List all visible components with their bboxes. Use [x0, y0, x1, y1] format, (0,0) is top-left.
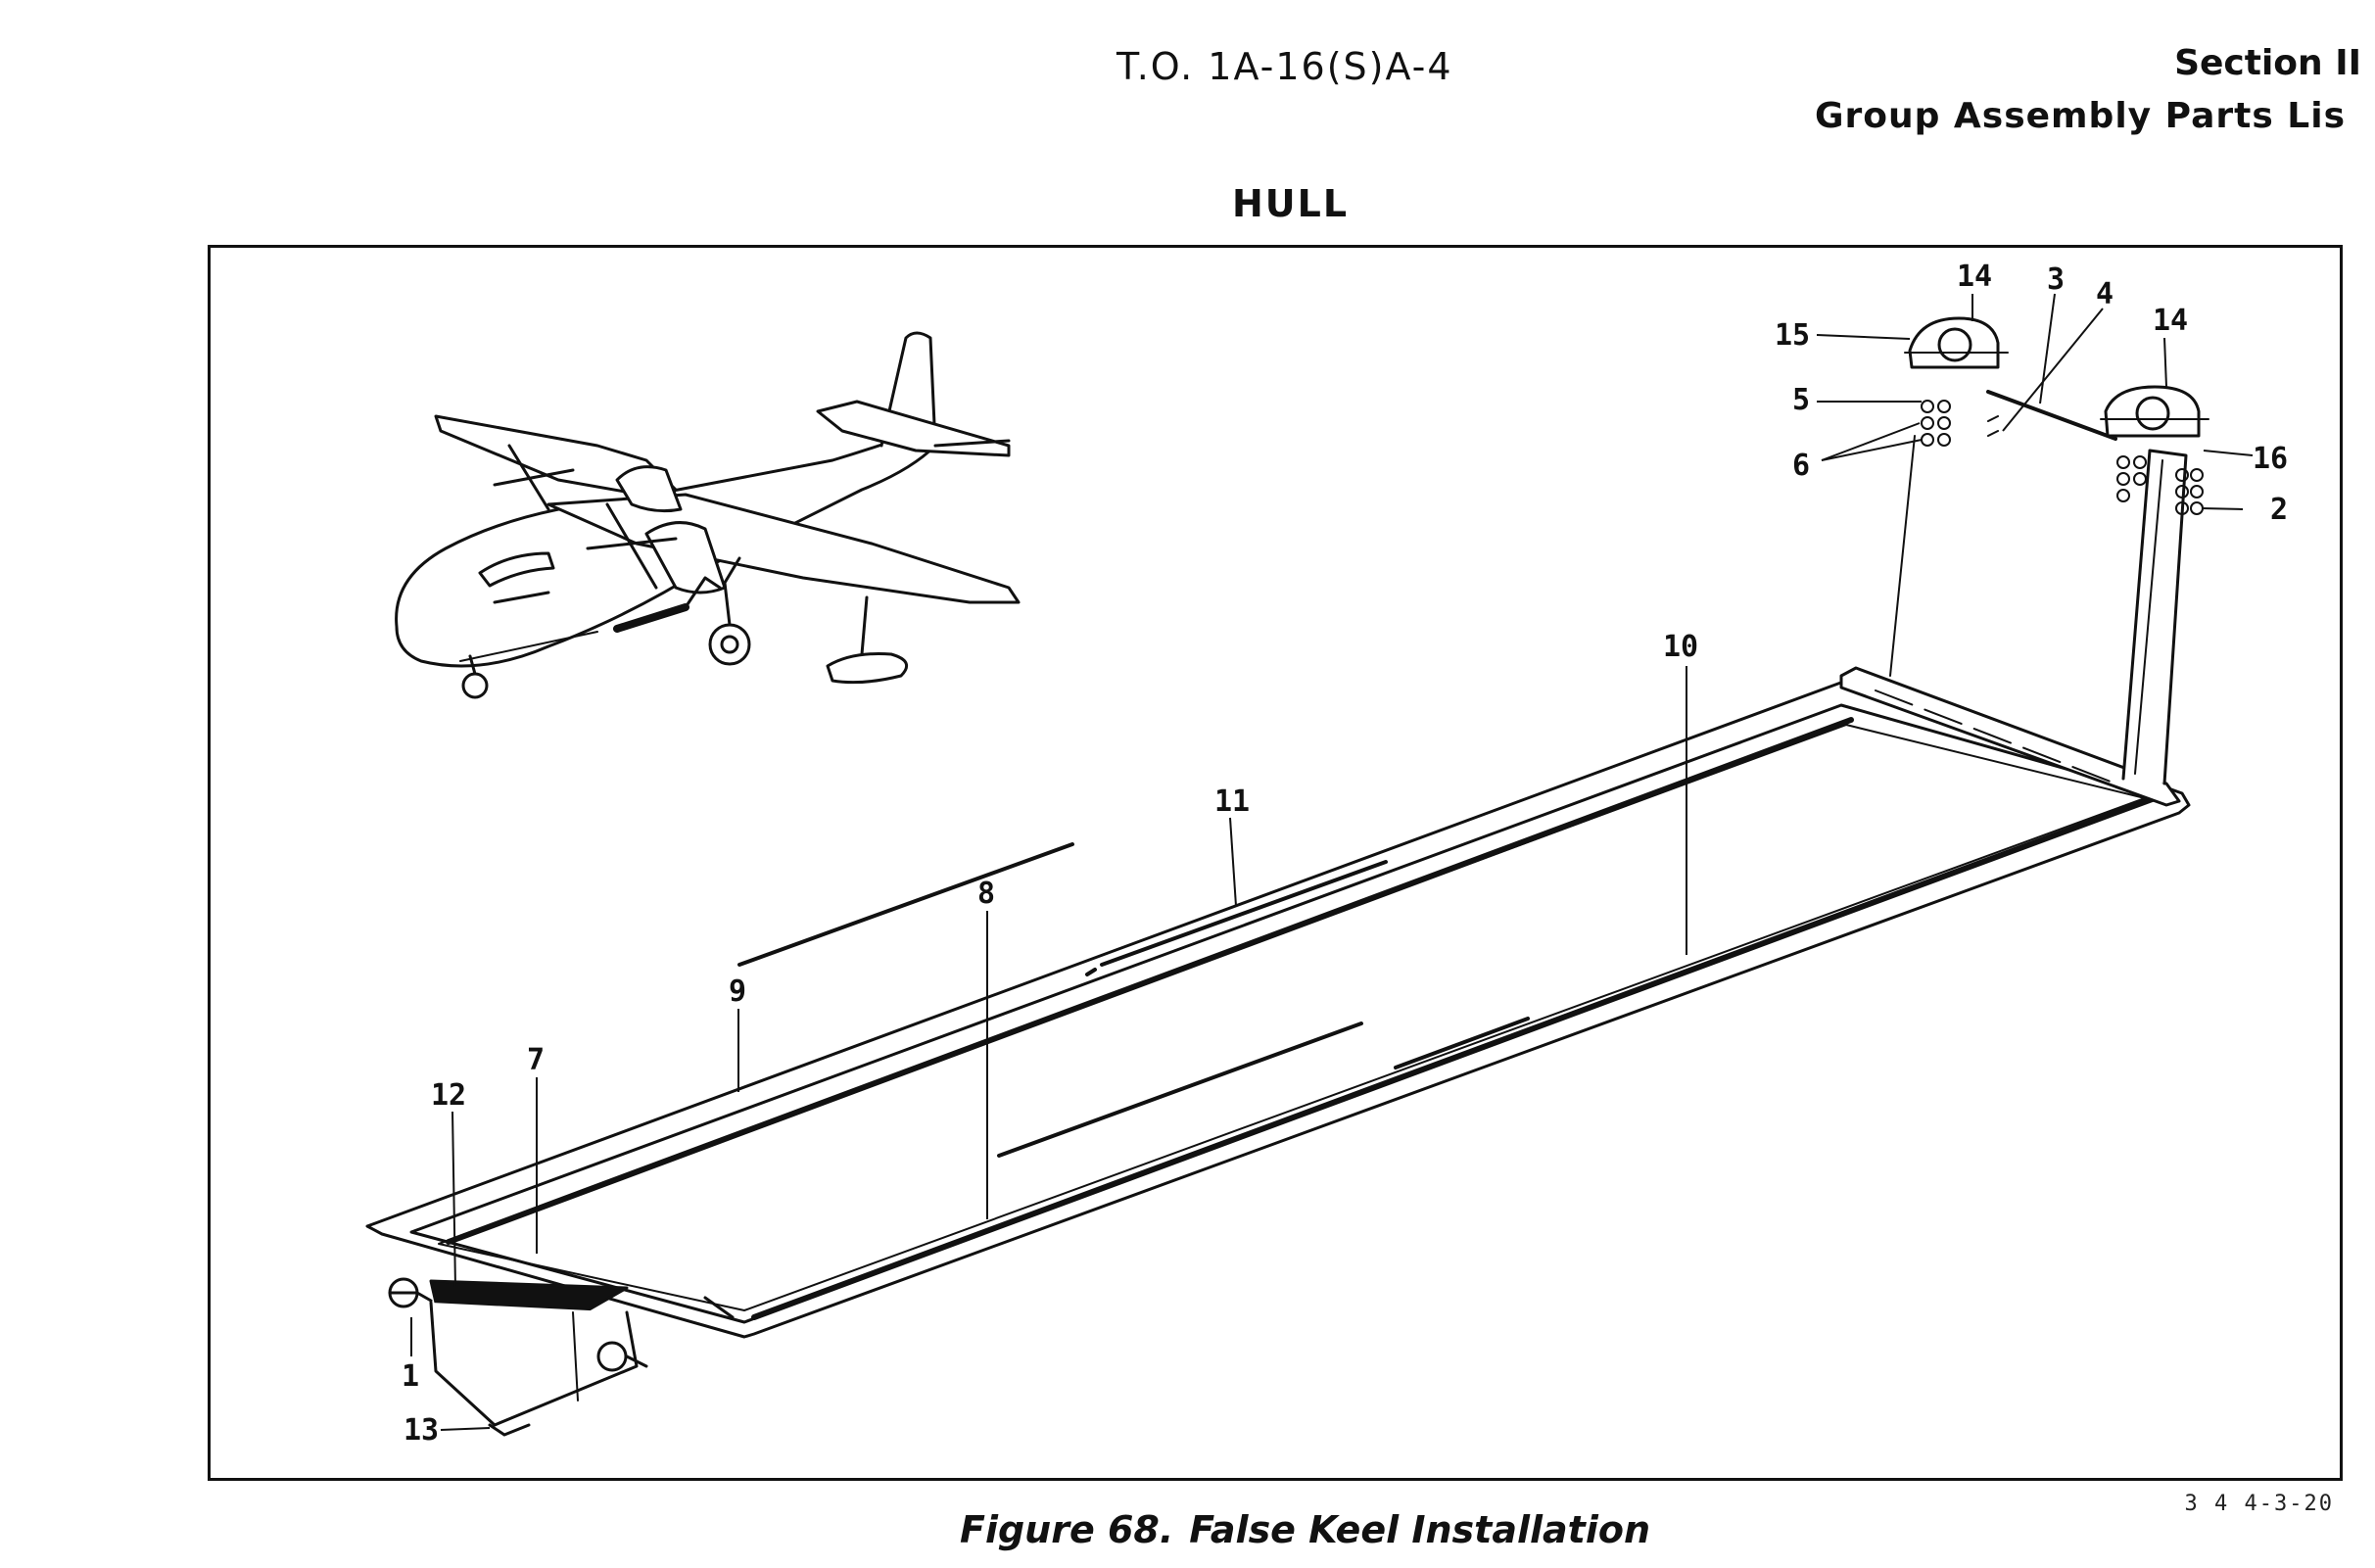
- callout-15: 15: [1775, 318, 1810, 353]
- technical-order-number: T.O. 1A-16(S)A-4: [1116, 45, 1453, 88]
- callout-labels: 14 3 4 14 15 5 6 16 2 10 11 8 9 12 7 1 1…: [402, 260, 2288, 1448]
- callout-leader-lines: [410, 293, 2254, 1431]
- callout-10: 10: [1663, 630, 1698, 664]
- callout-4: 4: [2096, 277, 2114, 311]
- callout-13: 13: [404, 1413, 439, 1448]
- callout-5: 5: [1792, 383, 1810, 417]
- figure-reference-code: 3 4 4-3-20: [2184, 1492, 2334, 1516]
- callout-1: 1: [402, 1359, 419, 1394]
- figure-frame: [208, 245, 2343, 1481]
- callout-8: 8: [977, 877, 995, 911]
- callout-3: 3: [2047, 262, 2065, 297]
- false-keel-assembly-drawing: [365, 316, 2209, 1437]
- callout-14-left: 14: [1957, 260, 1992, 294]
- callout-11: 11: [1214, 784, 1250, 819]
- callout-12: 12: [431, 1078, 466, 1113]
- figure-caption-number: Figure 68.: [960, 1508, 1174, 1551]
- callout-7: 7: [527, 1043, 545, 1077]
- group-assembly-label: Group Assembly Parts Lis: [1814, 96, 2346, 136]
- callout-9: 9: [729, 974, 746, 1009]
- callout-2: 2: [2270, 493, 2288, 527]
- aircraft-silhouette-icon: [395, 331, 1021, 699]
- section-label: Section II: [2174, 43, 2361, 83]
- figure-caption-text: False Keel Installation: [1189, 1508, 1651, 1551]
- figure-caption: Figure 68. False Keel Installation: [960, 1508, 1666, 1551]
- callout-16: 16: [2253, 442, 2288, 476]
- figure-title: HULL: [1232, 182, 1350, 225]
- callout-6: 6: [1792, 449, 1810, 483]
- callout-14-right: 14: [2153, 304, 2188, 338]
